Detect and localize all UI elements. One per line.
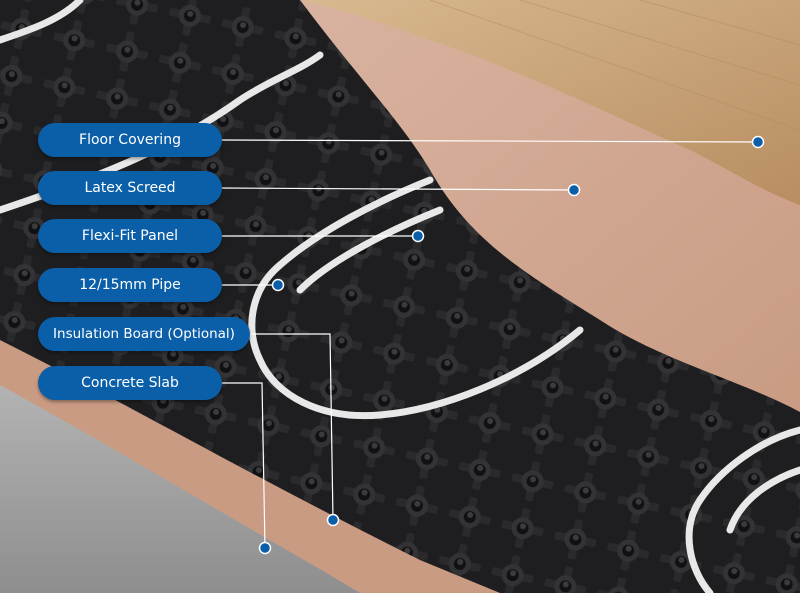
flexi-fit-panel-marker <box>411 229 425 243</box>
pipe-marker <box>271 278 285 292</box>
pipe-label: 12/15mm Pipe <box>38 268 222 302</box>
concrete-slab-layer <box>0 385 360 593</box>
latex-screed-label: Latex Screed <box>38 171 222 205</box>
latex-screed-marker <box>567 183 581 197</box>
concrete-slab-marker <box>258 541 272 555</box>
insulation-board-marker <box>326 513 340 527</box>
floor-covering-marker <box>751 135 765 149</box>
concrete-slab-label: Concrete Slab <box>38 366 222 400</box>
floor-covering-layer <box>300 0 800 205</box>
flexi-fit-panel-label: Flexi-Fit Panel <box>38 219 222 253</box>
floor-covering-label: Floor Covering <box>38 123 222 157</box>
leader-lines <box>219 139 759 549</box>
insulation-board-label: Insulation Board (Optional) <box>38 317 250 351</box>
